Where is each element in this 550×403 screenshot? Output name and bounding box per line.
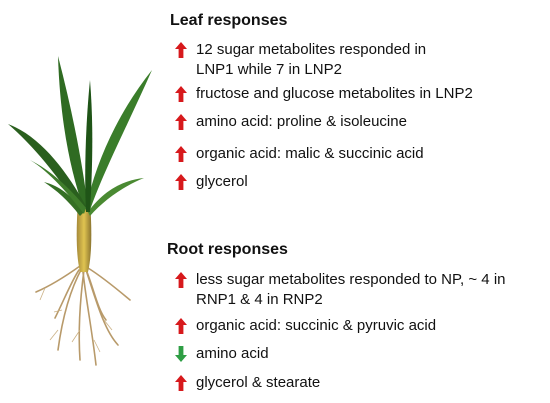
leaf-responses-heading: Leaf responses	[170, 12, 288, 29]
leaf-response-item: fructose and glucose metabolites in LNP2	[175, 84, 473, 104]
root-response-text: organic acid: succinic & pyruvic acid	[196, 317, 437, 334]
leaf-response-text: glycerol	[196, 173, 248, 190]
root-response-text: glycerol & stearate	[196, 374, 321, 391]
red-up-arrow-icon	[175, 42, 187, 58]
green-down-arrow-icon	[175, 346, 187, 362]
red-up-arrow-icon	[175, 86, 187, 102]
root-response-text: less sugar metabolites responded to NP, …	[196, 271, 506, 308]
leaf-response-text: 12 sugar metabolites responded in LNP1 w…	[196, 41, 427, 78]
leaf-response-text: amino acid: proline & isoleucine	[196, 113, 407, 130]
root-response-item: amino acid	[175, 344, 269, 364]
red-up-arrow-icon	[175, 174, 187, 190]
leaf-response-item: glycerol	[175, 172, 248, 192]
root-response-item: less sugar metabolites responded to NP, …	[175, 270, 506, 310]
leaf-response-item: organic acid: malic & succinic acid	[175, 144, 424, 164]
red-up-arrow-icon	[175, 272, 187, 288]
red-up-arrow-icon	[175, 146, 187, 162]
red-up-arrow-icon	[175, 318, 187, 334]
root-responses-heading: Root responses	[167, 241, 288, 258]
leaf-response-item: amino acid: proline & isoleucine	[175, 112, 407, 132]
red-up-arrow-icon	[175, 375, 187, 391]
root-response-item: organic acid: succinic & pyruvic acid	[175, 316, 436, 336]
root-response-item: glycerol & stearate	[175, 373, 320, 393]
leaf-response-text: fructose and glucose metabolites in LNP2	[196, 85, 473, 102]
red-up-arrow-icon	[175, 114, 187, 130]
root-response-text: amino acid	[196, 345, 269, 362]
leaf-response-text: organic acid: malic & succinic acid	[196, 145, 424, 162]
leaf-response-item: 12 sugar metabolites responded in LNP1 w…	[175, 40, 426, 80]
oil-palm-seedling-icon	[8, 56, 152, 366]
